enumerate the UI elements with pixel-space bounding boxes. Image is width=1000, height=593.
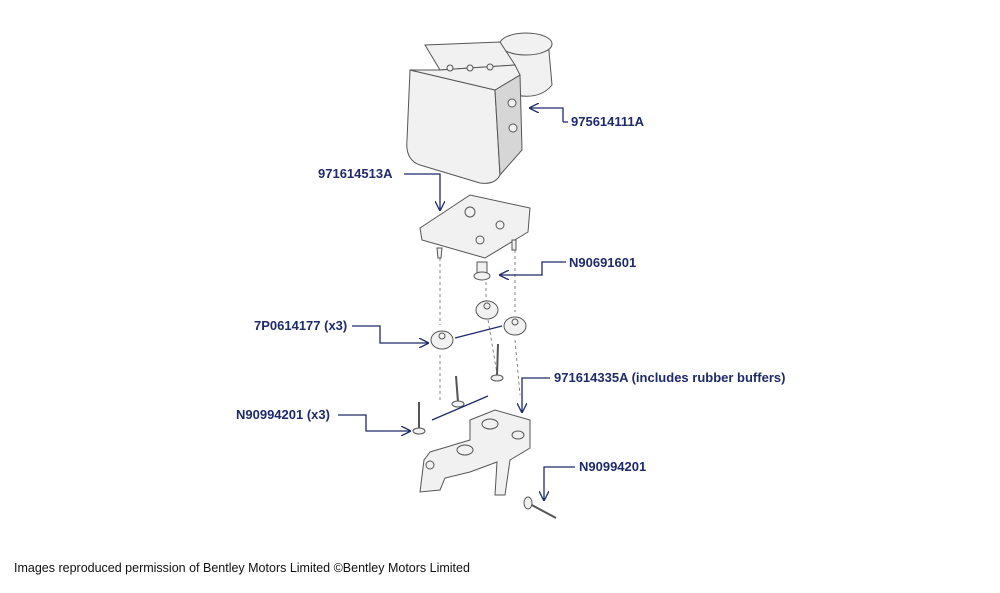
callout-971614335a: 971614335A (includes rubber buffers) — [554, 370, 786, 385]
abs-unit-drawing — [406, 32, 553, 184]
callout-n90994201-x3: N90994201 (x3) — [236, 407, 330, 422]
bolt-drawing — [473, 261, 491, 281]
callout-7p0614177: 7P0614177 (x3) — [254, 318, 348, 333]
callout-n90691601: N90691601 — [569, 255, 637, 270]
callout-n90994201: N90994201 — [579, 459, 647, 474]
callout-975614111a: 975614111A — [571, 114, 645, 129]
rubber-buffers-drawing — [430, 300, 527, 350]
top-bracket-drawing — [419, 194, 531, 259]
copyright-footer: Images reproduced permission of Bentley … — [14, 561, 470, 575]
studs-drawing — [412, 343, 504, 435]
bottom-bracket-drawing — [419, 409, 531, 496]
callout-971614513a: 971614513A — [318, 166, 393, 181]
single-stud-drawing — [523, 496, 557, 519]
